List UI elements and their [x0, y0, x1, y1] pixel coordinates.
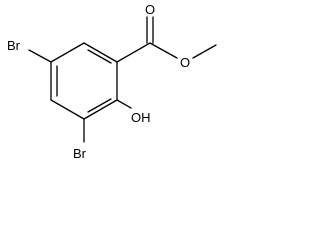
ring-bond-c6-c1	[50, 42, 85, 63]
ring-bond-c4-c5	[50, 99, 85, 120]
ring-bond-c3-c4	[83, 99, 118, 120]
ester-oxygen-label: O	[180, 55, 190, 70]
bond-to-bromine-top	[28, 49, 52, 63]
bond-ester-oxygen-to-methyl	[192, 44, 217, 59]
bond-ring-to-carbonyl-carbon	[116, 42, 151, 63]
hydroxyl-label: OH	[131, 110, 151, 125]
bromine-top-label: Br	[7, 38, 21, 53]
benzene-ring	[50, 42, 118, 120]
ring-double-bond-1	[87, 49, 112, 64]
molecule-structure: Br Br OH O O	[7, 2, 217, 161]
ring-bond-c1-c2	[83, 42, 118, 63]
carbonyl-oxygen-label: O	[145, 2, 155, 17]
bond-carbonyl-to-ester-oxygen	[149, 42, 178, 59]
structure-canvas: Br Br OH O O	[7, 2, 217, 161]
ring-double-bond-2	[87, 98, 112, 113]
bromine-bottom-label: Br	[73, 146, 87, 161]
bond-to-hydroxyl	[116, 99, 132, 109]
